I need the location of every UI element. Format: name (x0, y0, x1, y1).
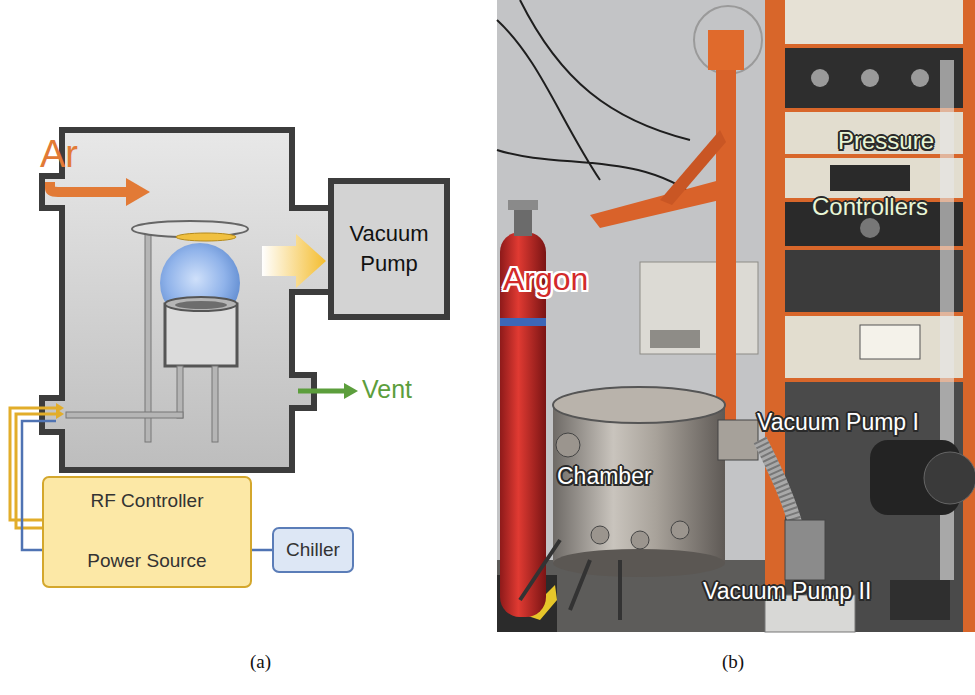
panel-caption: (b) (722, 652, 744, 673)
photo-label: Vacuum Pump II (703, 579, 871, 604)
chiller-box: Chiller (272, 527, 354, 573)
photo-label: Chamber (557, 464, 652, 489)
photo-label: Controllers (812, 194, 928, 220)
pump-box: Vacuum Pump (328, 178, 450, 320)
box-text: Chiller (286, 539, 340, 561)
box-text: Vacuum Pump (340, 219, 438, 278)
panel-caption: (a) (250, 652, 271, 673)
gas-label: Ar (40, 134, 78, 176)
photo-label: Vacuum Pump I (757, 410, 919, 435)
vent-label: Vent (362, 376, 412, 404)
photo-label: Argon (503, 262, 588, 297)
lab-photo (497, 0, 975, 632)
box-text: RF Controller (91, 490, 204, 512)
argon-inlet-arrow (50, 178, 150, 206)
vent-arrow (298, 383, 358, 399)
box-text: Power Source (87, 550, 206, 572)
controller-box: RF ControllerPower Source (42, 476, 252, 588)
photo-label: Pressure (838, 128, 934, 154)
chamber-schematic (42, 130, 334, 470)
